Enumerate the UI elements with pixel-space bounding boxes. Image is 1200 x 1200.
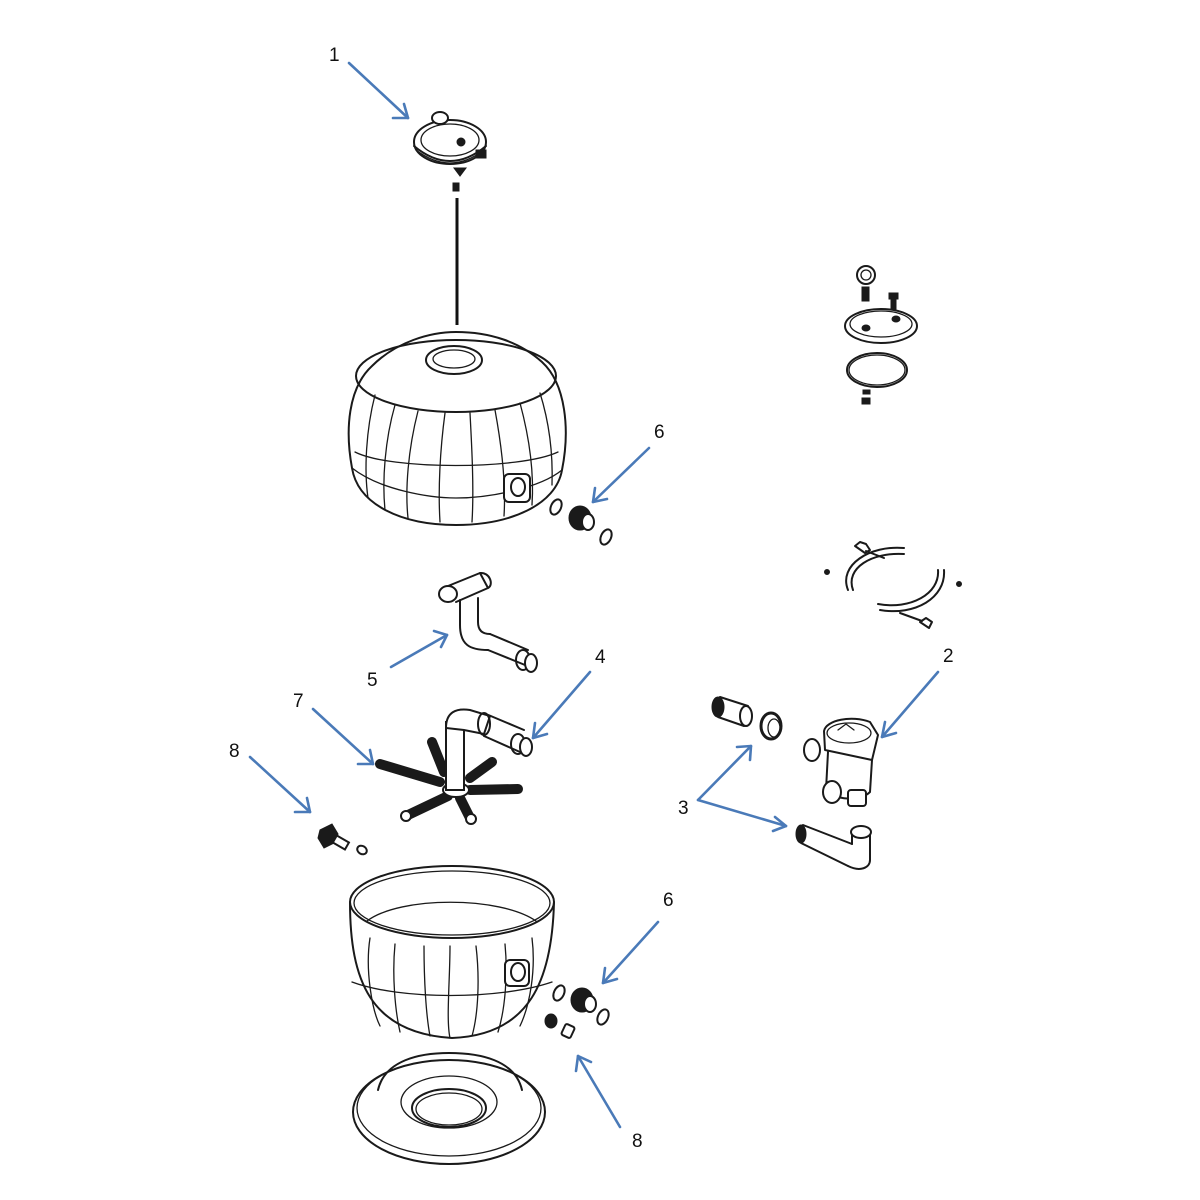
part-gauge-lid-assembly bbox=[844, 265, 918, 405]
arrow-2 bbox=[880, 670, 940, 739]
part-tee-elbow-pipe bbox=[438, 571, 538, 673]
callout-label-4: 4 bbox=[595, 647, 606, 668]
callout-label-3: 3 bbox=[678, 798, 689, 819]
arrow-7 bbox=[311, 707, 375, 766]
arrow-6-upper bbox=[591, 446, 651, 504]
part-band-clamp bbox=[824, 541, 962, 629]
callout-arrows bbox=[248, 61, 940, 1129]
part-union-nut bbox=[759, 711, 783, 741]
part-lateral-assembly bbox=[375, 708, 533, 825]
callout-label-1: 1 bbox=[329, 45, 340, 66]
callout-label-6-upper: 6 bbox=[654, 422, 665, 443]
part-elbow-pipe bbox=[795, 824, 872, 870]
arrow-8-lower bbox=[574, 1054, 622, 1129]
callout-label-2: 2 bbox=[943, 646, 954, 667]
arrow-5 bbox=[389, 629, 449, 669]
part-top-cover bbox=[413, 111, 487, 325]
part-drain-plug bbox=[544, 1013, 576, 1039]
part-upper-bulkhead bbox=[549, 498, 613, 546]
arrow-1 bbox=[347, 61, 410, 120]
arrow-6-lower bbox=[601, 920, 660, 985]
part-tank-base bbox=[352, 1052, 546, 1165]
part-union-pipe bbox=[711, 696, 753, 727]
laterals bbox=[375, 737, 523, 825]
callout-label-8-upper: 8 bbox=[229, 741, 240, 762]
arrow-8-upper bbox=[248, 755, 312, 814]
arrow-4 bbox=[531, 670, 592, 740]
callout-label-8-lower: 8 bbox=[632, 1131, 643, 1152]
part-lower-tank-bowl bbox=[349, 865, 555, 1039]
part-lower-bulkhead bbox=[552, 984, 610, 1026]
part-multiport-valve bbox=[803, 717, 879, 807]
arrow-3-to-elbow bbox=[696, 798, 788, 833]
arrow-3-to-union-nut bbox=[696, 744, 753, 802]
part-air-relief-plug bbox=[317, 823, 368, 856]
callout-label-7: 7 bbox=[293, 691, 304, 712]
callout-label-5: 5 bbox=[367, 670, 378, 691]
part-upper-tank-dome bbox=[347, 331, 567, 526]
callout-label-6-lower: 6 bbox=[663, 890, 674, 911]
